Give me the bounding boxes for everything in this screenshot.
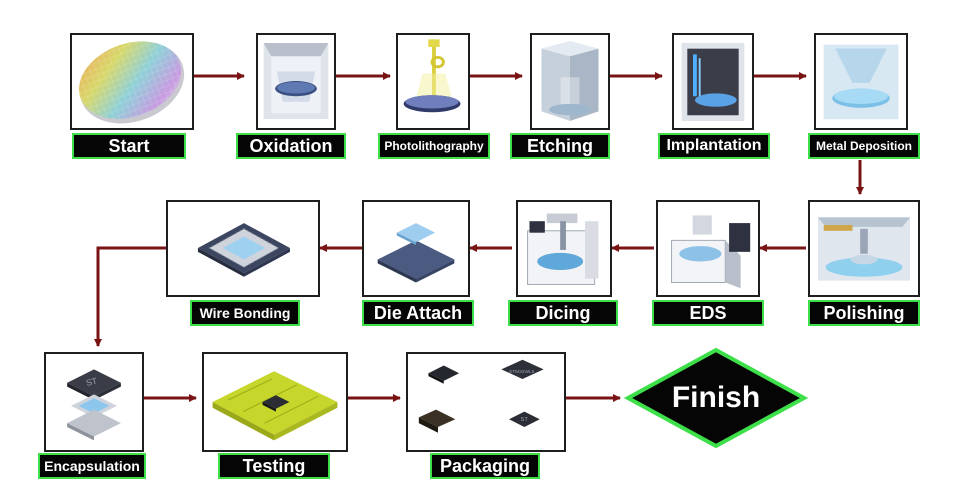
finish-node: Finish <box>624 346 808 450</box>
step-label-testing: Testing <box>218 453 330 479</box>
step-label-eds: EDS <box>652 300 764 326</box>
step-label-oxidation: Oxidation <box>236 133 346 159</box>
step-label-metal-deposition: Metal Deposition <box>808 133 920 159</box>
step-label-photolithography: Photolithography <box>378 133 490 159</box>
oxidation-chamber-icon <box>263 43 329 120</box>
light-beam-icon <box>403 39 461 113</box>
dicing-saw-icon <box>527 213 599 285</box>
die-attach-image <box>362 200 470 297</box>
arrow-wirebonding-encapsulation <box>94 246 166 347</box>
step-label-polishing: Polishing <box>808 300 920 326</box>
finish-label: Finish <box>671 381 761 414</box>
package-logo: ST <box>521 417 529 423</box>
wafer-icon <box>78 41 185 124</box>
step-label-start: Start <box>72 133 186 159</box>
pcb-chip-icon <box>212 371 338 441</box>
eds-image <box>656 200 760 297</box>
oxidation-image <box>256 33 336 130</box>
testing-image <box>202 352 348 452</box>
svg-text:ST: ST <box>85 375 99 388</box>
polishing-image <box>808 200 920 297</box>
chip-layers-icon: ST <box>67 369 121 441</box>
package-mark: STM32WL5 <box>509 369 535 375</box>
implantation-image <box>672 33 754 130</box>
wire-bonded-chip-icon <box>197 223 290 277</box>
step-label-implantation: Implantation <box>658 133 770 159</box>
probe-station-icon <box>671 215 751 289</box>
etching-chamber-icon <box>541 41 599 121</box>
ion-beam-icon <box>681 42 745 121</box>
packaging-image: STM32WL5 ST <box>406 352 566 452</box>
encapsulation-image: ST <box>44 352 144 452</box>
step-label-encapsulation: Encapsulation <box>38 453 146 479</box>
die-on-substrate-icon <box>377 223 455 283</box>
step-label-packaging: Packaging <box>430 453 540 479</box>
photolithography-image <box>396 33 470 130</box>
step-label-dicing: Dicing <box>508 300 618 326</box>
polishing-machine-icon <box>817 217 911 281</box>
packaged-chips-icon: STM32WL5 ST <box>418 359 544 433</box>
finish-diamond <box>624 347 808 449</box>
start-image <box>70 33 194 130</box>
step-label-die-attach: Die Attach <box>362 300 474 326</box>
metal-deposition-image <box>814 33 908 130</box>
dicing-image <box>516 200 612 297</box>
step-label-etching: Etching <box>510 133 610 159</box>
step-label-wire-bonding: Wire Bonding <box>190 300 300 326</box>
etching-image <box>530 33 610 130</box>
wire-bonding-image <box>166 200 320 297</box>
deposition-chamber-icon <box>823 44 899 120</box>
